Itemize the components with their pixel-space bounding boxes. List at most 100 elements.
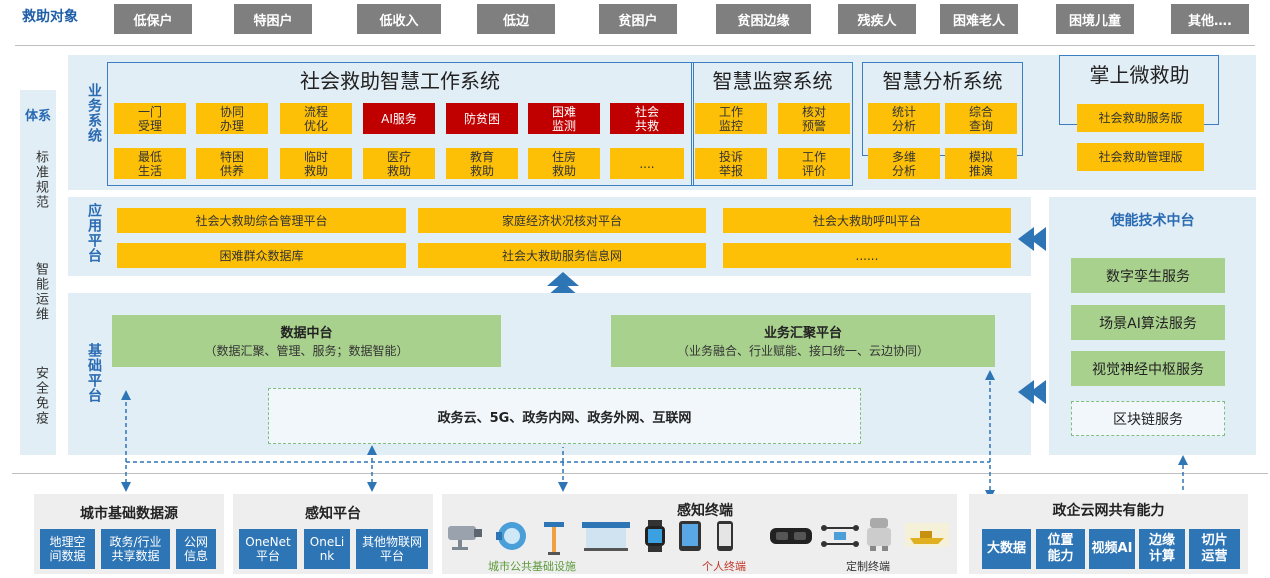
phone-icon bbox=[717, 521, 733, 551]
side-item-ops: 智能运维 bbox=[33, 262, 48, 322]
target-chip: 低保户 bbox=[114, 4, 192, 34]
system2-row2-box: 工作 评价 bbox=[778, 148, 850, 179]
system-title-1: 社会救助智慧工作系统 bbox=[300, 68, 500, 93]
gov-location: 位置 能力 bbox=[1036, 529, 1085, 569]
system1-row1-box: 困难 监测 bbox=[528, 103, 600, 134]
system2-row1-box: 工作 监控 bbox=[695, 103, 767, 134]
app-platform-1: 社会大救助综合管理平台 bbox=[117, 208, 406, 233]
system1-row2-box: 教育 救助 bbox=[446, 148, 518, 179]
target-chip: 残疾人 bbox=[838, 4, 916, 34]
target-chip: 低边 bbox=[477, 4, 555, 34]
enabling-digital-twin: 数字孪生服务 bbox=[1071, 258, 1225, 293]
data-hub-title: 数据中台 bbox=[280, 325, 333, 341]
targets-label: 救助对象 bbox=[22, 9, 78, 25]
system1-row2-box: 临时 救助 bbox=[280, 148, 352, 179]
system3-row1-box: 综合 查询 bbox=[945, 103, 1017, 134]
target-chip: 困难老人 bbox=[940, 4, 1018, 34]
app-platform-5: 社会大救助服务信息网 bbox=[418, 243, 706, 268]
top-divider bbox=[15, 45, 1255, 46]
biz-hub-sub: （业务融合、行业赋能、接口统一、云边协同） bbox=[676, 343, 929, 358]
network-box: 政务云、5G、政务内网、政务外网、互联网 bbox=[268, 388, 861, 444]
smartwatch-icon bbox=[645, 520, 665, 552]
app-platform-4: 困难群众数据库 bbox=[117, 243, 406, 268]
system1-row2-box: 医疗 救助 bbox=[363, 148, 435, 179]
application-label: 应用平台 bbox=[86, 203, 102, 263]
enabling-blockchain: 区块链服务 bbox=[1071, 401, 1225, 436]
left-arrow-icon-2 bbox=[1018, 380, 1046, 404]
system1-row2-box: 最低 生活 bbox=[114, 148, 186, 179]
system1-row1-box: 协同 办理 bbox=[196, 103, 268, 134]
system1-row1-box: 一门 受理 bbox=[114, 103, 186, 134]
system1-row1-box: AI服务 bbox=[363, 103, 435, 134]
system2-row1-box: 核对 预警 bbox=[778, 103, 850, 134]
water-meter-icon bbox=[496, 522, 526, 550]
camera-icon bbox=[448, 526, 482, 550]
robot-icon bbox=[867, 518, 891, 551]
app-platform-3: 社会大救助呼叫平台 bbox=[723, 208, 1011, 233]
app-platform-6: ...... bbox=[723, 243, 1011, 268]
system1-row2-box: 特困 供养 bbox=[196, 148, 268, 179]
target-chip: 其他…. bbox=[1171, 4, 1249, 34]
data-hub-sub: （数据汇聚、管理、服务；数据智能） bbox=[204, 343, 409, 358]
data-hub bbox=[112, 315, 501, 367]
street-lamp-icon bbox=[544, 522, 564, 555]
business-label: 业务系统 bbox=[86, 83, 102, 143]
enabling-ai-algo: 场景AI算法服务 bbox=[1071, 305, 1225, 340]
city-shared-data: 政务/行业 共享数据 bbox=[101, 529, 170, 569]
vr-headset-icon bbox=[770, 528, 812, 544]
target-chip: 特困户 bbox=[234, 4, 312, 34]
system-title-4: 掌上微救助 bbox=[1089, 62, 1190, 87]
system-frame-3 bbox=[862, 62, 1023, 156]
tablet-icon bbox=[679, 521, 701, 551]
system3-row2-box: 多维 分析 bbox=[868, 148, 940, 179]
system-frame-1 bbox=[107, 62, 694, 186]
bottom-divider bbox=[12, 473, 1268, 474]
side-item-security: 安全免疫 bbox=[33, 366, 48, 426]
biz-hub-title: 业务汇聚平台 bbox=[763, 325, 842, 341]
drone-icon bbox=[821, 525, 859, 547]
side-item-standards: 标准规范 bbox=[33, 150, 48, 210]
up-arrow-icon bbox=[547, 272, 579, 296]
gov-big-data: 大数据 bbox=[982, 529, 1031, 569]
boat-icon bbox=[905, 523, 949, 547]
system3-row1-box: 统计 分析 bbox=[868, 103, 940, 134]
system-title-2: 智慧监察系统 bbox=[712, 68, 833, 93]
target-chip: 贫困户 bbox=[599, 4, 677, 34]
system1-row1-box: 防贫困 bbox=[446, 103, 518, 134]
micro-service-version: 社会救助服务版 bbox=[1077, 104, 1204, 132]
system3-row2-box: 模拟 推演 bbox=[945, 148, 1017, 179]
bus-stop-icon bbox=[582, 522, 630, 551]
city-geo-data: 地理空 间数据 bbox=[40, 529, 95, 569]
terminal-caption-custom: 定制终端 bbox=[846, 560, 890, 573]
target-chip: 贫困边缘 bbox=[716, 4, 811, 34]
enabling-vision: 视觉神经中枢服务 bbox=[1071, 351, 1225, 386]
left-arrow-icon-1 bbox=[1018, 227, 1046, 251]
system1-row1-box: 社会 共救 bbox=[610, 103, 684, 134]
biz-hub bbox=[611, 315, 995, 367]
gov-video-ai: 视频AI bbox=[1089, 529, 1135, 569]
system-title-3: 智慧分析系统 bbox=[882, 68, 1003, 93]
terminal-caption-infra: 城市公共基础设施 bbox=[488, 560, 576, 573]
system1-row2-box: 住房 救助 bbox=[528, 148, 600, 179]
sense-platform-title: 感知平台 bbox=[305, 506, 361, 522]
system-frame-2 bbox=[691, 62, 853, 186]
side-title: 体系 bbox=[24, 108, 51, 124]
gov-cloud-title: 政企云网共有能力 bbox=[1052, 503, 1165, 519]
city-data-title: 城市基础数据源 bbox=[80, 506, 178, 522]
terminal-caption-personal: 个人终端 bbox=[702, 560, 746, 573]
system1-row2-box: .... bbox=[610, 148, 684, 179]
city-public-info: 公网 信息 bbox=[176, 529, 216, 569]
onenet-platform: OneNet 平台 bbox=[239, 529, 297, 569]
onelink-platform: OneLi nk bbox=[304, 529, 350, 569]
system2-row2-box: 投诉 举报 bbox=[695, 148, 767, 179]
other-iot-platform: 其他物联网 平台 bbox=[356, 529, 428, 569]
gov-edge: 边缘 计算 bbox=[1139, 529, 1185, 569]
enabling-title: 使能技术中台 bbox=[1110, 213, 1195, 229]
app-platform-2: 家庭经济状况核对平台 bbox=[418, 208, 706, 233]
system1-row1-box: 流程 优化 bbox=[280, 103, 352, 134]
foundation-label: 基础平台 bbox=[86, 343, 102, 403]
micro-management-version: 社会救助管理版 bbox=[1077, 143, 1204, 171]
target-chip: 低收入 bbox=[357, 4, 441, 34]
target-chip: 困境儿童 bbox=[1056, 4, 1134, 34]
